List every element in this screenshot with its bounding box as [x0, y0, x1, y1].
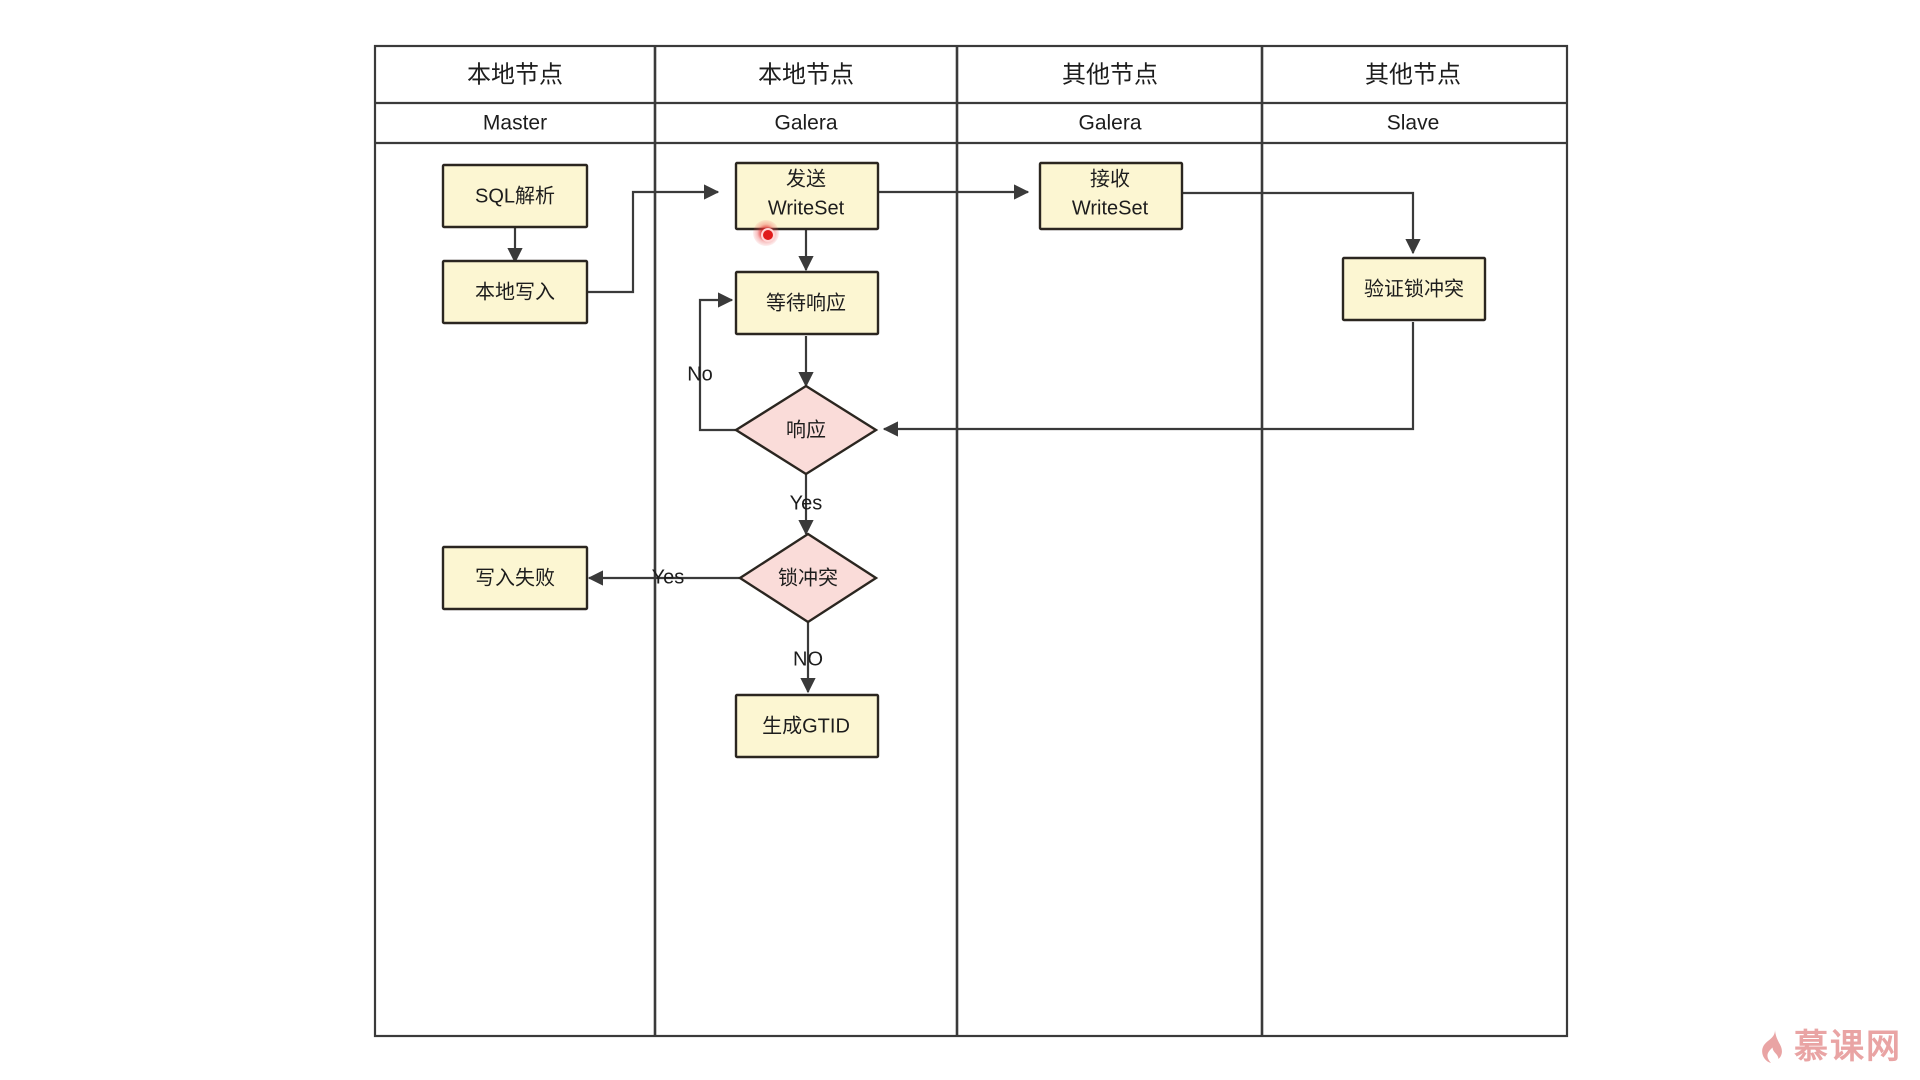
node-label-sql-parse: SQL解析 [475, 184, 555, 207]
edge-localwrite-to-sendwriteset [588, 184, 720, 294]
lane-header-slave: 其他节点 [1365, 61, 1461, 88]
lane-header-master: 本地节点 [467, 61, 563, 88]
node-label-write-fail: 写入失败 [475, 566, 555, 589]
edge-label-yes-to-fail: Yes [652, 566, 685, 588]
node-label-verify-lock: 验证锁冲突 [1364, 277, 1464, 300]
lane-subheader-galera-other: Galera [1078, 112, 1141, 135]
flame-icon [1762, 1030, 1782, 1063]
edge-response-no-loop [698, 292, 738, 432]
edge-label-yes-to-lock: Yes [790, 492, 823, 514]
watermark-text: 慕课网 [1794, 1027, 1902, 1067]
lane-subheader-slave: Slave [1387, 112, 1440, 135]
node-label-gen-gtid: 生成GTID [762, 714, 850, 737]
watermark: 慕课网 [1754, 1028, 1902, 1066]
node-label-recv-writeset-line1: 接收 [1090, 167, 1130, 190]
node-write-fail[interactable]: 写入失败 [441, 545, 589, 611]
node-label-local-write: 本地写入 [475, 280, 555, 303]
edge-group: No Yes Yes NO [507, 184, 1421, 694]
edge-recvwriteset-to-verifylock [1181, 191, 1421, 255]
node-recv-writeset[interactable]: 接收 WriteSet [1038, 161, 1184, 231]
node-label-recv-writeset-line2: WriteSet [1072, 197, 1149, 219]
node-lock-conflict[interactable]: 锁冲突 [737, 532, 879, 624]
lane-header-galera-other: 其他节点 [1062, 61, 1158, 88]
node-response[interactable]: 响应 [733, 384, 879, 476]
node-label-response: 响应 [786, 418, 826, 441]
node-label-send-writeset-line2: WriteSet [768, 197, 845, 219]
edge-label-no-loop: No [687, 363, 713, 385]
node-local-write[interactable]: 本地写入 [441, 259, 589, 325]
edge-verifylock-to-response [882, 322, 1415, 437]
node-label-lock-conflict: 锁冲突 [778, 566, 838, 589]
node-wait-response[interactable]: 等待响应 [734, 270, 880, 336]
node-send-writeset[interactable]: 发送 WriteSet [734, 161, 880, 231]
edge-label-no-to-gtid: NO [793, 648, 823, 670]
lane-subheader-galera-local: Galera [774, 112, 837, 135]
node-verify-lock[interactable]: 验证锁冲突 [1341, 256, 1487, 322]
node-group: SQL解析 本地写入 发送 WriteSet 等待响应 响应 [441, 161, 1487, 759]
lane-header-group: 本地节点 Master 本地节点 Galera 其他节点 Galera 其他节点… [467, 61, 1461, 134]
node-label-send-writeset-line1: 发送 [786, 167, 826, 190]
node-sql-parse[interactable]: SQL解析 [441, 163, 589, 229]
node-gen-gtid[interactable]: 生成GTID [734, 693, 880, 759]
lane-subheader-master: Master [483, 112, 547, 135]
lane-header-galera-local: 本地节点 [758, 61, 854, 88]
node-label-wait-response: 等待响应 [766, 291, 846, 314]
